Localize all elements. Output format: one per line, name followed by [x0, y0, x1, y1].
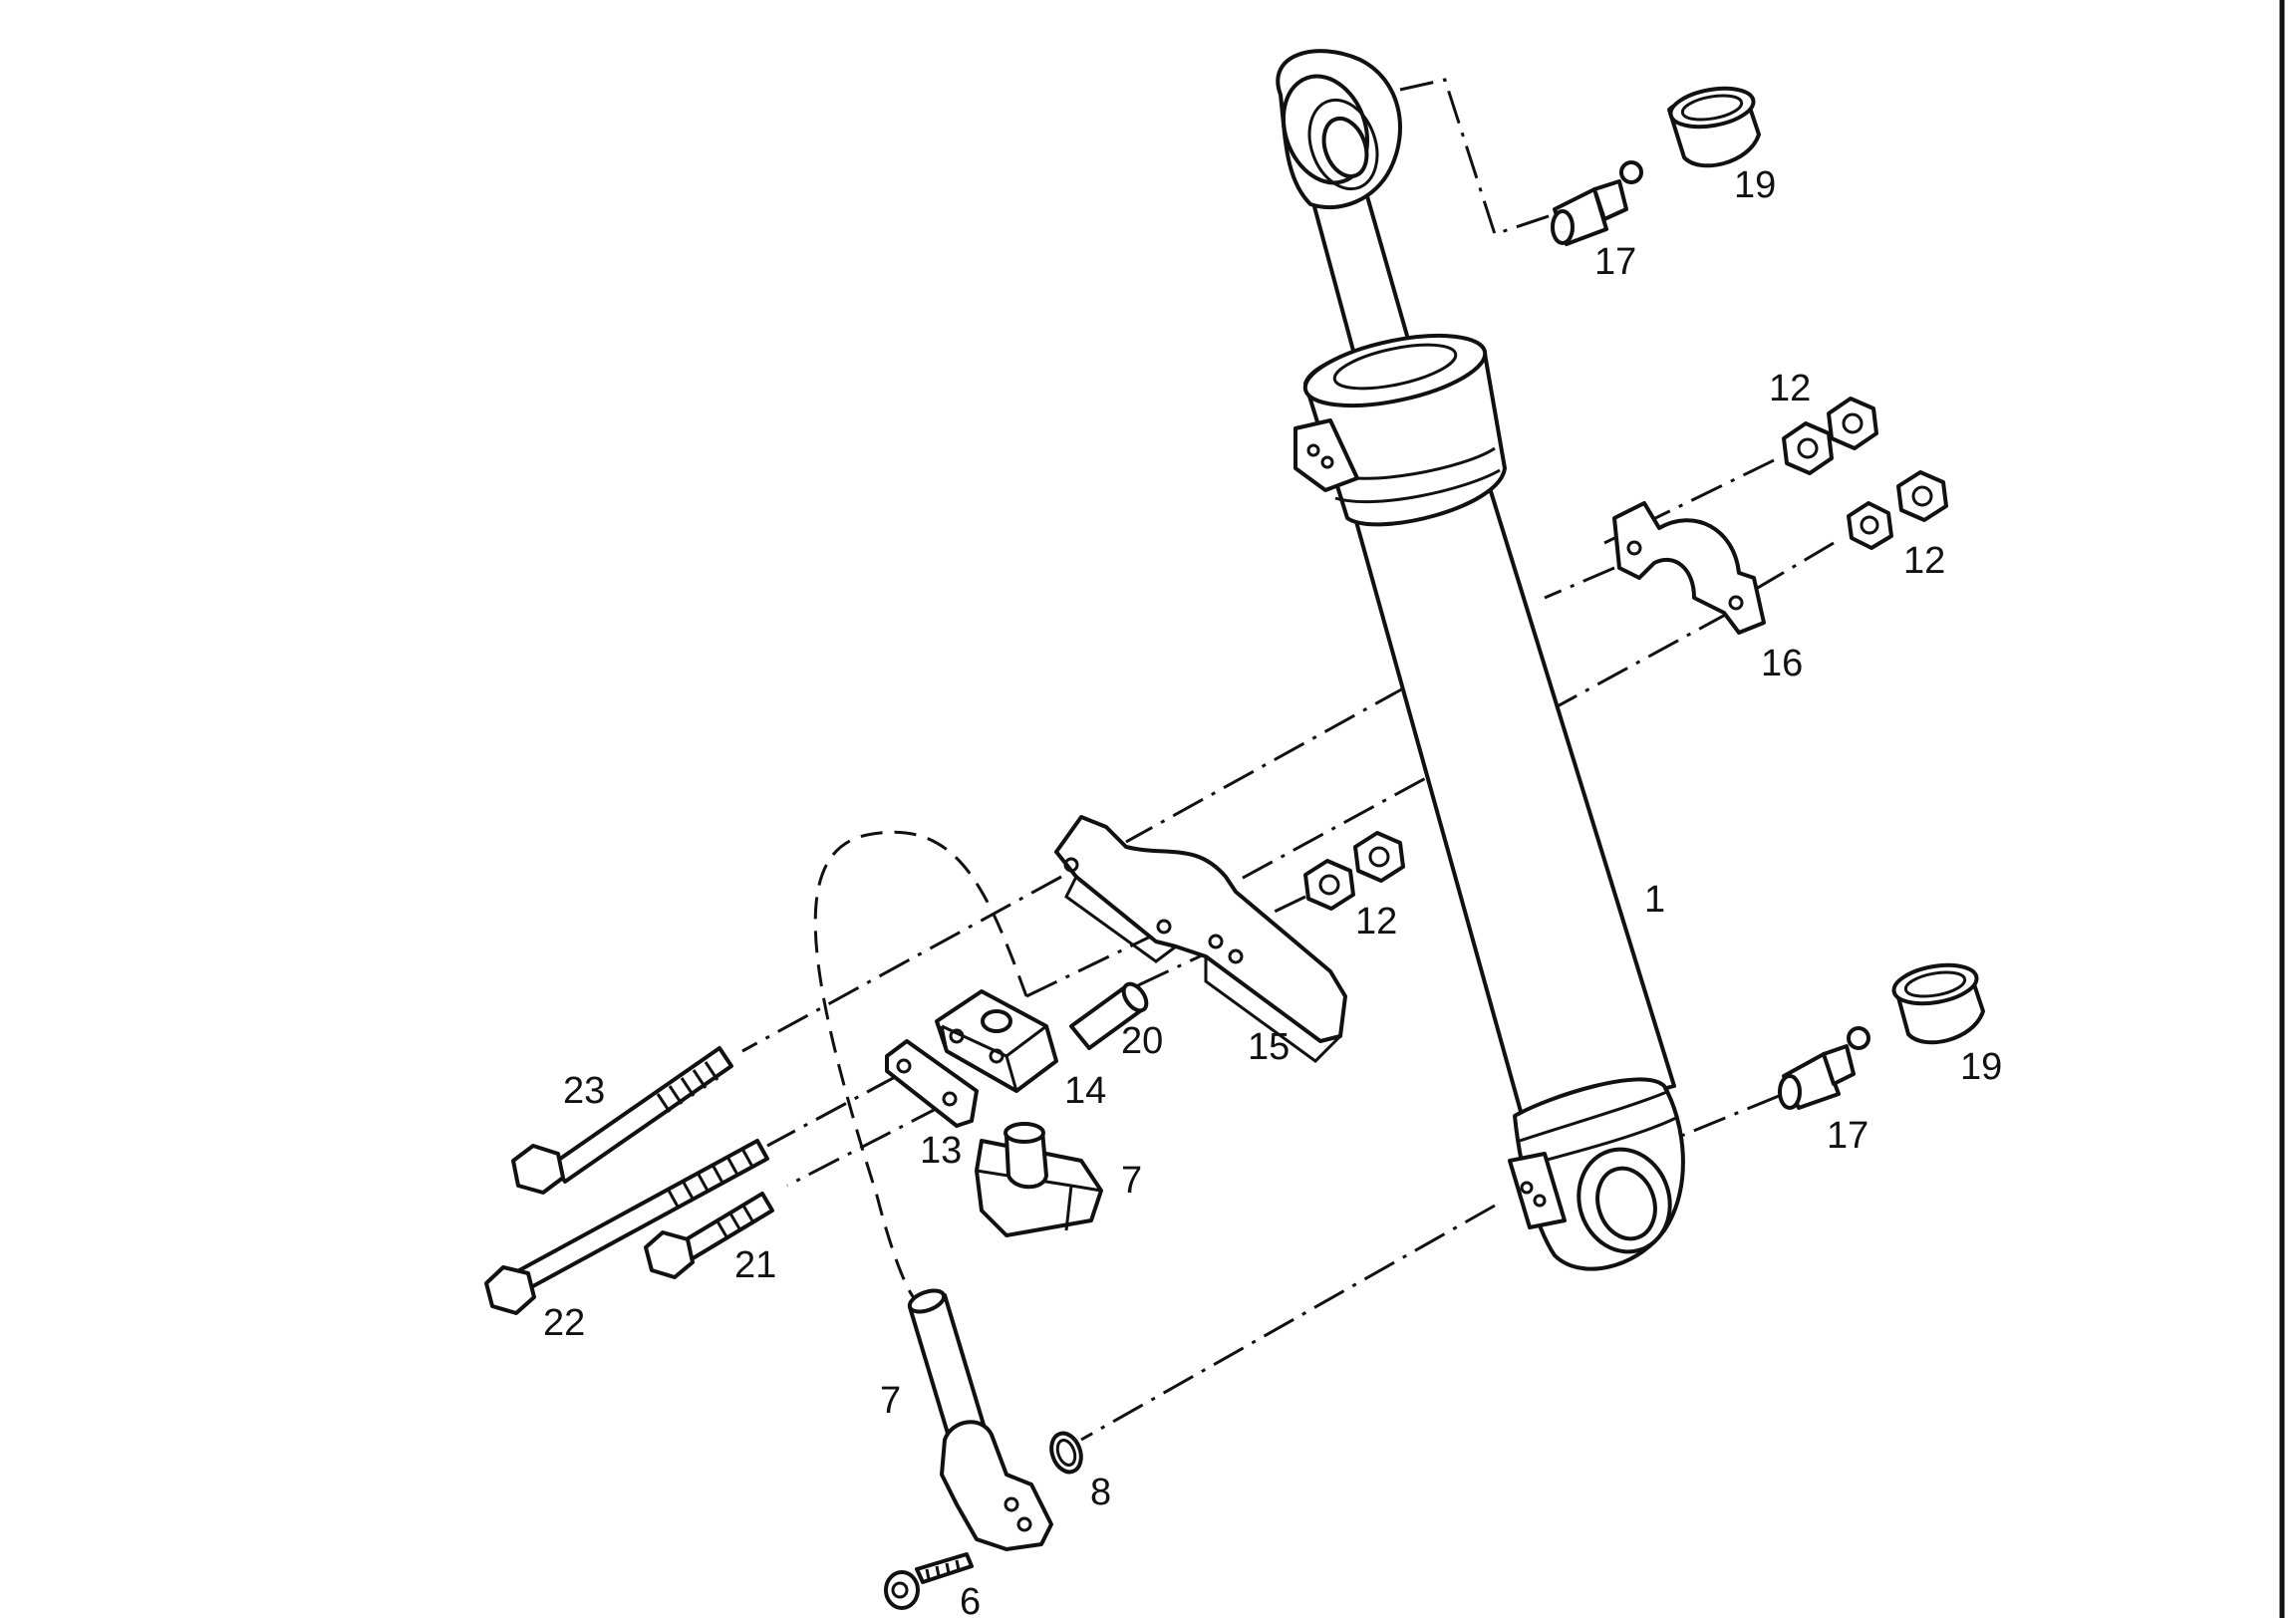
callout-20: 20 [1121, 1020, 1163, 1062]
seal-washer [1049, 1431, 1083, 1475]
callout-15: 15 [1248, 1026, 1290, 1068]
nut-pair-upper [1782, 397, 1878, 475]
gasket-plate [885, 1039, 979, 1128]
nut-pair-lower [1303, 831, 1405, 911]
grease-nipple-top [1551, 160, 1643, 246]
callout-7-upper: 7 [1121, 1160, 1142, 1202]
bolt-23 [511, 1046, 733, 1195]
leader-nut-to-bracket [1205, 895, 1306, 946]
leader-bracket-to-block-14 [1025, 930, 1162, 998]
hose-fitting-lower [907, 1288, 1053, 1551]
cylinder-barrel [1353, 486, 1676, 1128]
callouts: 1 6 7 7 8 12 12 12 13 14 15 16 17 17 19 … [543, 164, 2002, 1618]
callout-6: 6 [960, 1581, 981, 1618]
leader-lines [741, 78, 1835, 1442]
callout-19-bottom: 19 [1960, 1046, 2002, 1088]
leader-nut-12b-to-clamp [1723, 541, 1835, 610]
callout-13: 13 [920, 1130, 962, 1172]
mounting-bracket [1054, 815, 1347, 1063]
leader-bracket-to-bolt-23 [741, 875, 1062, 1053]
callout-1: 1 [1644, 879, 1665, 921]
hydraulic-cylinder [1276, 49, 1685, 1271]
cap-screw [884, 1552, 974, 1610]
callout-17-top: 17 [1594, 241, 1636, 283]
callout-8: 8 [1090, 1472, 1111, 1513]
pin [1069, 981, 1149, 1050]
leader-clamp-to-bracket-lower [1235, 611, 1730, 884]
callout-22: 22 [543, 1302, 585, 1344]
hose-block [935, 989, 1058, 1093]
callout-19-top: 19 [1734, 164, 1776, 206]
leader-grease-to-bottom-eye [1668, 1094, 1780, 1143]
clamp-half [1612, 501, 1766, 635]
callout-21: 21 [734, 1244, 776, 1286]
grease-nipple-bottom [1778, 1026, 1870, 1110]
cylinder-bottom-eye [1508, 1077, 1685, 1271]
leader-nut-12-to-clamp [1603, 458, 1775, 545]
leader-clamp-to-bracket-upper [1125, 685, 1406, 844]
leader-plate-to-bolt-21 [786, 1104, 943, 1188]
callout-23: 23 [563, 1070, 605, 1112]
hose-fitting-upper [975, 1122, 1103, 1237]
bolt-21 [644, 1192, 774, 1279]
callout-17-bottom: 17 [1827, 1115, 1868, 1157]
callout-12-right: 12 [1903, 540, 1945, 582]
hose-route-dashed [813, 830, 1028, 1302]
protective-cap-top [1667, 86, 1761, 168]
callout-12-top: 12 [1769, 368, 1811, 409]
leader-plate-to-bolt-22 [766, 1074, 898, 1148]
bolt-22 [484, 1139, 769, 1315]
top-rod-eye [1276, 49, 1402, 210]
callout-16: 16 [1761, 643, 1803, 684]
callout-14: 14 [1064, 1070, 1106, 1112]
callout-12-lower: 12 [1355, 901, 1397, 943]
callout-7-lower: 7 [880, 1380, 901, 1422]
leader-bottom-eye-to-washer [1080, 1204, 1496, 1442]
cylinder-head [1293, 333, 1507, 527]
nut-pair-middle [1847, 470, 1948, 550]
leader-top-eye-to-grease [1399, 78, 1556, 236]
leader-clamp-left [1544, 566, 1615, 600]
protective-cap-bottom [1891, 962, 1985, 1045]
